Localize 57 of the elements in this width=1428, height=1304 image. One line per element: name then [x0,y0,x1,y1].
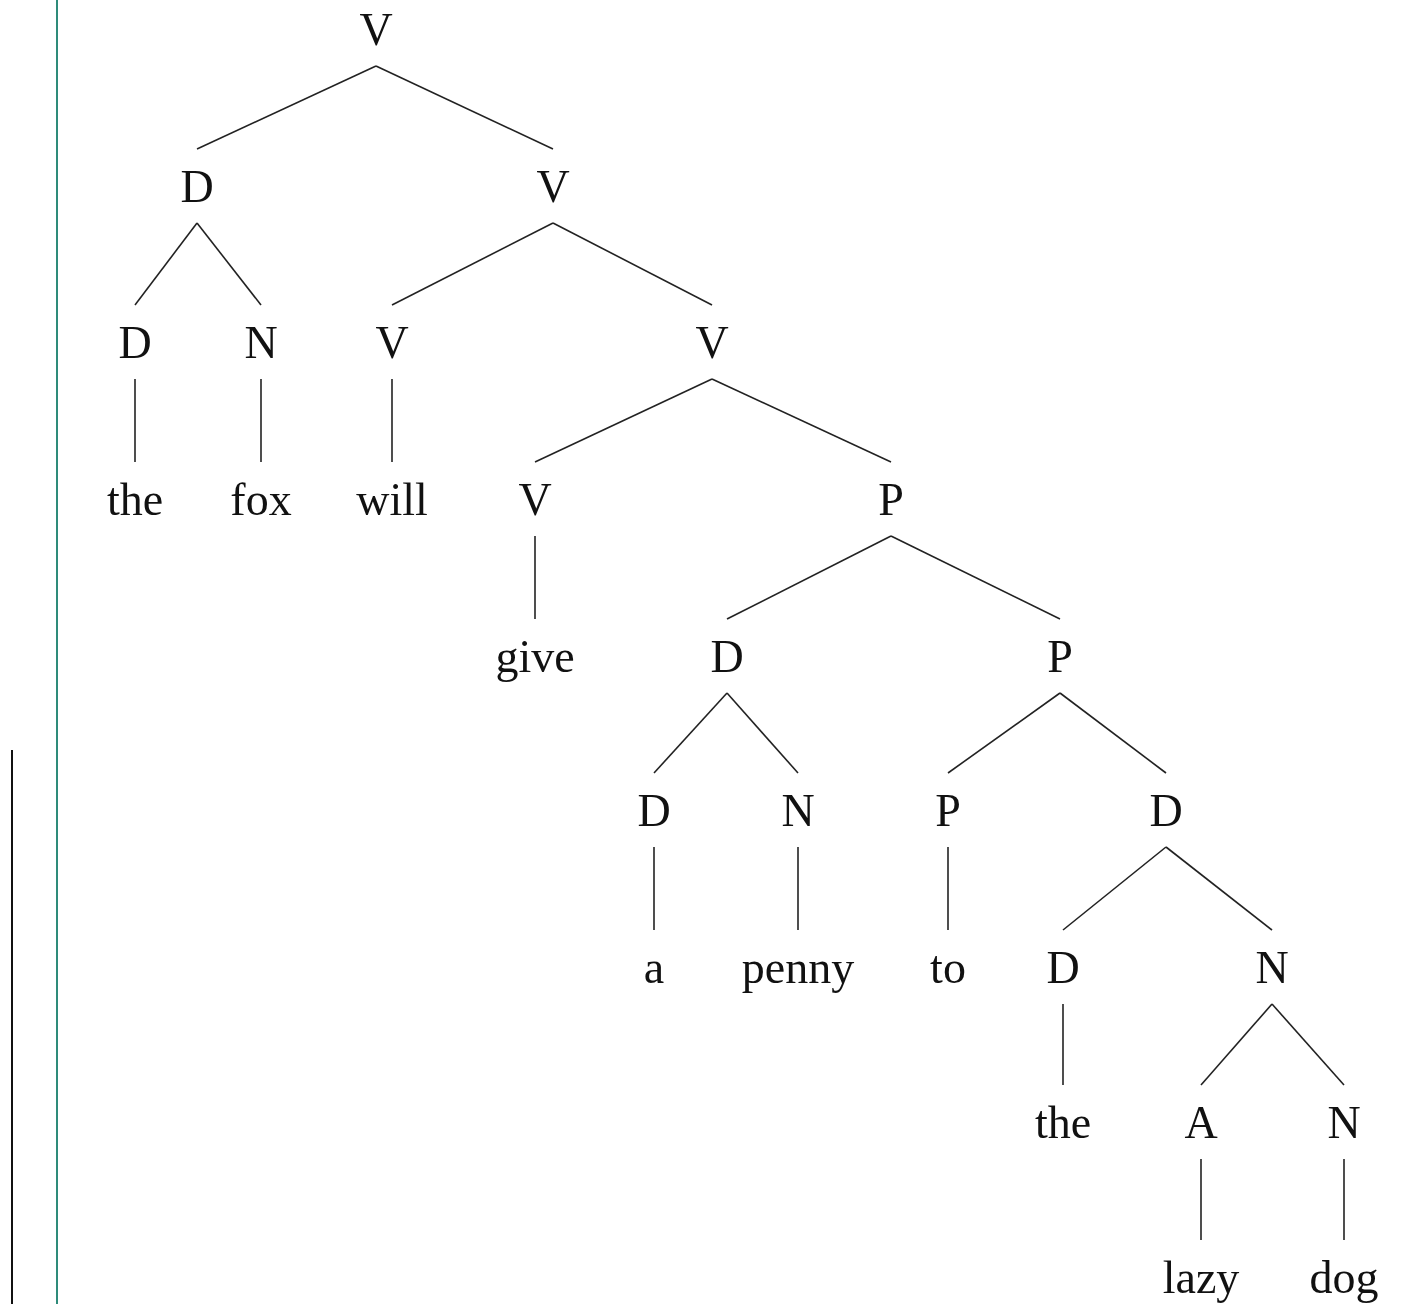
tree-node-label: P [878,477,904,523]
tree-branch-line [653,846,655,931]
tree-node-label: will [356,477,428,523]
tree-branch-line [653,692,728,774]
tree-branch-line [391,378,393,463]
tree-node-label: A [1184,1100,1218,1146]
tree-branch-line [134,222,198,306]
tree-node-label: a [643,945,665,991]
tree-node-label: N [1327,1100,1361,1146]
tree-node-label: D [710,634,744,680]
tree-node-label: N [244,320,278,366]
tree-branch-line [534,535,536,620]
tree-node-label: D [1149,788,1183,834]
tree-node-label: to [930,945,966,991]
tree-branch-line [797,846,799,931]
tree-branch-line [196,65,377,150]
tree-branch-line [196,222,262,306]
tree-branch-line [1062,846,1167,931]
tree-node-label: give [495,634,575,680]
tree-branch-line [552,222,713,306]
tree-branch-line [1165,846,1273,931]
tree-node-label: V [695,320,729,366]
tree-node-label: D [180,164,214,210]
tree-node-label: P [935,788,961,834]
tree-branch-line [1200,1158,1202,1241]
tree-branch-line [1200,1003,1273,1086]
tree-branch-line [726,535,892,620]
tree-node-label: D [118,320,152,366]
tree-branch-line [134,378,136,463]
tree-node-label: the [106,477,164,523]
tree-node-label: V [536,164,570,210]
tree-node-label: D [1046,945,1080,991]
tree-branch-line [1059,692,1167,774]
tree-branch-line [375,65,554,150]
tree-branch-line [1343,1158,1345,1241]
tree-branch-line [711,378,892,463]
tree-node-label: lazy [1162,1255,1240,1301]
tree-branch-line [534,378,713,463]
tree-branch-line [726,692,799,774]
tree-branch-line [947,846,949,931]
tree-node-label: the [1034,1100,1092,1146]
tree-node-label: D [637,788,671,834]
tree-branch-line [260,378,262,463]
tree-node-label: N [781,788,815,834]
tree-node-label: P [1047,634,1073,680]
tree-node-label: penny [741,945,855,991]
tree-branch-line [947,692,1061,774]
tree-node-label: V [518,477,552,523]
tree-branch-line [1271,1003,1345,1086]
tree-branch-line [1062,1003,1064,1086]
tree-node-label: V [375,320,409,366]
tree-node-label: V [359,7,393,53]
tree-node-label: fox [230,477,292,523]
tree-node-label: dog [1309,1255,1379,1301]
tree-branch-line [890,535,1061,620]
tree-branch-line [391,222,554,306]
tree-node-label: N [1255,945,1289,991]
